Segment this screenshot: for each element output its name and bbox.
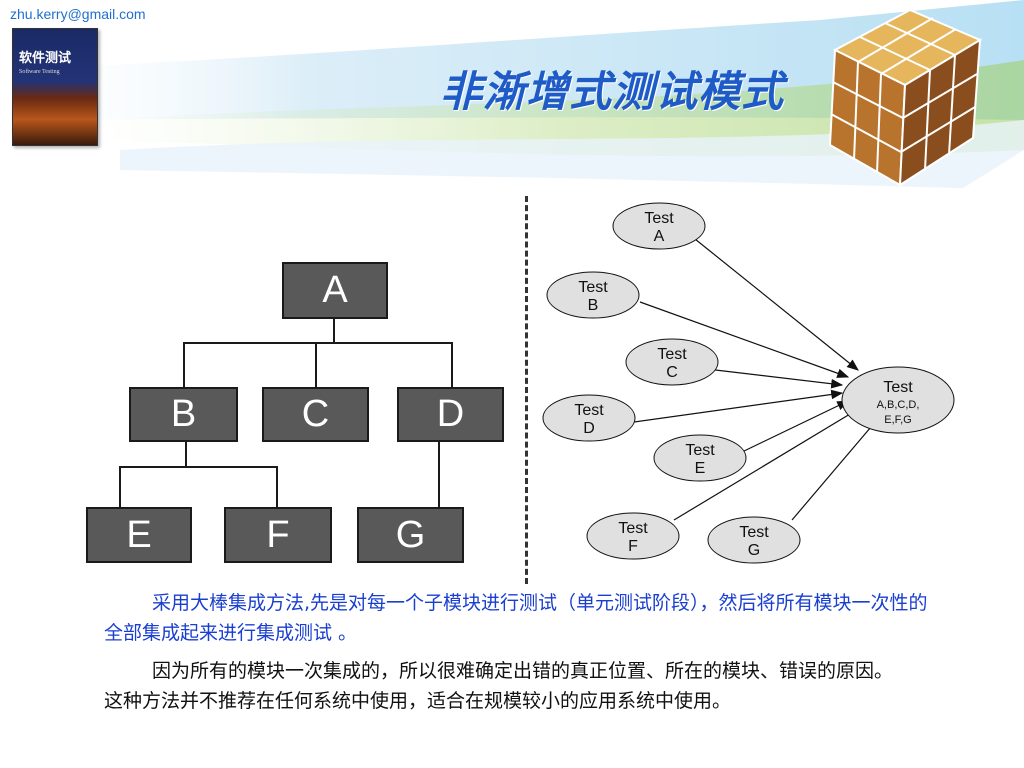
test-node-b-line1: Test [578, 279, 608, 296]
connector-to-e [119, 466, 121, 508]
test-node-d-line1: Test [574, 402, 604, 419]
test-node-c-line2: C [666, 364, 678, 381]
test-node-a-line1: Test [644, 210, 674, 227]
test-node-all-line1: Test [883, 379, 913, 396]
module-node-g: G [357, 507, 464, 563]
author-email: zhu.kerry@gmail.com [10, 6, 146, 22]
test-graph: Test A Test B Test C Test D Test E Test … [542, 202, 955, 564]
connector-a-down [333, 318, 335, 342]
module-node-d: D [397, 387, 504, 442]
connector-to-c [315, 342, 317, 388]
test-node-f-line1: Test [618, 520, 648, 537]
test-node-f-line2: F [628, 538, 638, 555]
connector-ef-horizontal [119, 466, 278, 468]
connector-b-down [185, 441, 187, 467]
test-node-d-line2: D [583, 420, 595, 437]
photo-cube-image [828, 10, 983, 187]
test-node-all: Test A,B,C,D, E,F,G [841, 366, 955, 434]
description-paragraph-1-text: 采用大棒集成方法,先是对每一个子模块进行测试（单元测试阶段），然后将所有模块一次… [104, 592, 928, 644]
book-subtitle: Software Testing [19, 69, 60, 75]
module-node-f: F [224, 507, 332, 563]
book-cover-image: 软件测试 Software Testing [12, 28, 98, 146]
arrow-g [791, 413, 883, 521]
test-node-g-line1: Test [739, 524, 769, 541]
test-node-b-line2: B [588, 297, 599, 314]
arrow-a [689, 234, 859, 371]
description-paragraph-1: 采用大棒集成方法,先是对每一个子模块进行测试（单元测试阶段），然后将所有模块一次… [104, 588, 944, 648]
test-node-c-line1: Test [657, 346, 687, 363]
test-node-all-line2: A,B,C,D, [877, 399, 920, 411]
test-node-g: Test G [707, 516, 801, 564]
test-node-e-line2: E [695, 460, 706, 477]
test-node-b: Test B [546, 271, 640, 319]
header-banner [0, 0, 1024, 190]
test-node-f: Test F [586, 512, 680, 560]
description-paragraph-2-text: 因为所有的模块一次集成的，所以很难确定出错的真正位置、所在的模块、错误的原因。这… [104, 660, 894, 712]
connector-to-b [183, 342, 185, 388]
connector-to-f [276, 466, 278, 508]
dashed-divider [525, 196, 528, 584]
connector-to-d [451, 342, 453, 388]
test-node-c: Test C [625, 338, 719, 386]
test-node-e: Test E [653, 434, 747, 482]
book-title: 软件测试 [19, 51, 72, 66]
connector-abcd-horizontal [183, 342, 453, 344]
arrow-e [741, 400, 850, 453]
module-node-e: E [86, 507, 192, 563]
test-node-all-line3: E,F,G [884, 414, 912, 426]
test-node-e-line1: Test [685, 442, 715, 459]
arrow-b [639, 301, 850, 378]
connector-d-to-g [438, 441, 440, 508]
test-node-a: Test A [612, 202, 706, 250]
module-node-b: B [129, 387, 238, 442]
arrow-d [633, 389, 844, 423]
test-node-d: Test D [542, 394, 636, 442]
page-title: 非渐增式测试模式 [440, 67, 785, 116]
test-node-a-line2: A [654, 228, 665, 245]
description-paragraph-2: 因为所有的模块一次集成的，所以很难确定出错的真正位置、所在的模块、错误的原因。这… [104, 656, 904, 716]
module-node-a: A [282, 262, 388, 319]
test-node-g-line2: G [748, 542, 760, 559]
module-node-c: C [262, 387, 369, 442]
arrow-f [673, 407, 862, 521]
